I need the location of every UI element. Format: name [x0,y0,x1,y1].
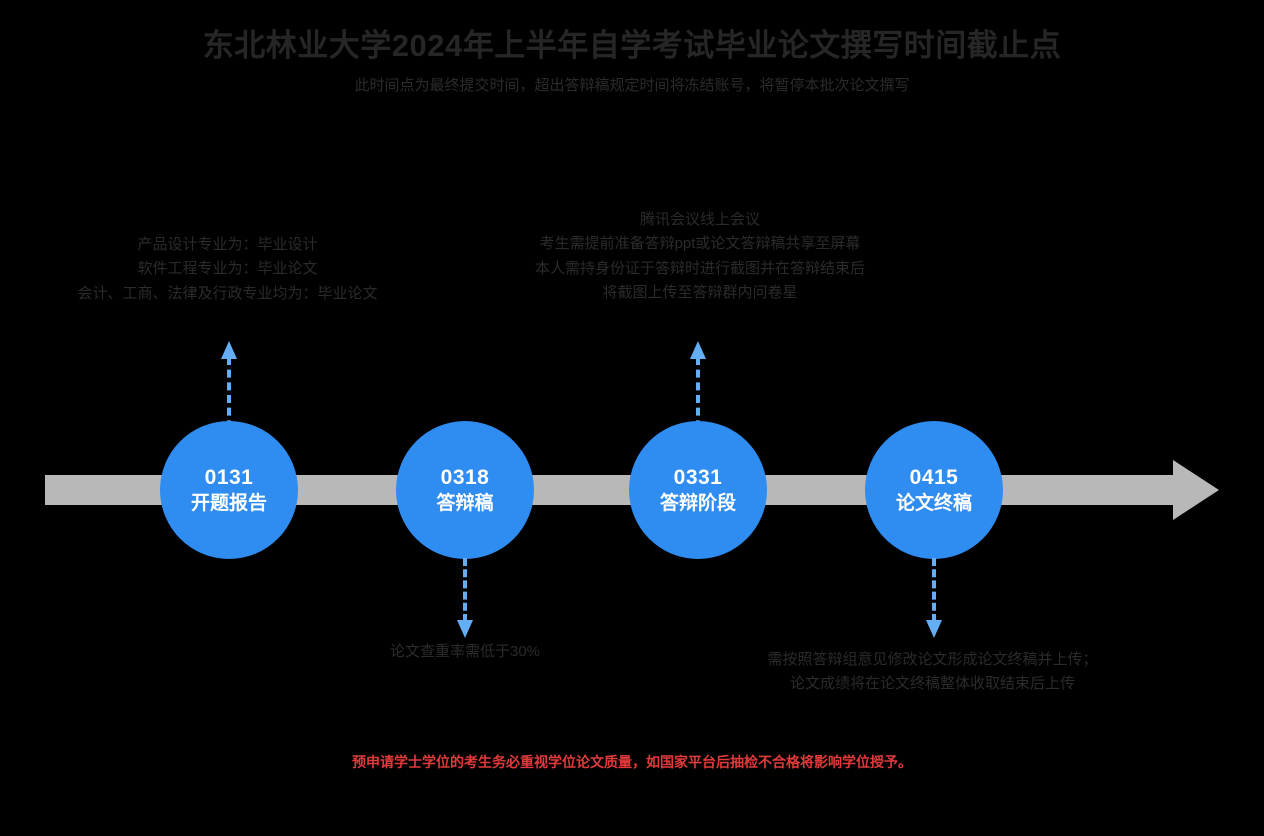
node-label: 答辩阶段 [659,492,736,514]
connector-down-arrow-icon [926,558,942,638]
arrow-head-down-icon [457,620,473,638]
note-bottom-right: 需按照答辩组意见修改论文形成论文终稿并上传； 论文成绩将在论文终稿整体收取结束后… [690,648,1175,697]
note-line: 产品设计专业为：毕业设计 [137,236,318,253]
timeline-node-0318[interactable]: 0318 答辩稿 [396,421,534,559]
note-line: 论文成绩将在论文终稿整体收取结束后上传 [789,675,1075,693]
footer-warning: 预申请学士学位的考生务必重视学位论文质量，如国家平台后抽检不合格将影响学位授予。 [352,754,912,770]
node-label: 开题报告 [190,492,267,514]
node-date: 0415 [909,465,959,489]
arrow-head-down-icon [926,620,942,638]
connector-up-arrow-icon [690,341,706,441]
note-top-center: 腾讯会议线上会议 考生需提前准备答辩ppt或论文答辩稿共享至屏幕 本人需持身份证… [470,208,930,305]
node-label: 答辩稿 [436,492,494,514]
note-line: 会计、工商、法律及行政专业均为：毕业论文 [77,284,378,302]
dashed-line [227,357,235,441]
page-subtitle: 此时间点为最终提交时间，超出答辩稿规定时间将冻结账号，将暂停本批次论文撰写 [354,77,910,94]
note-bottom-left: 论文查重率需低于30% [330,640,600,664]
arrow-head-up-icon [221,341,237,359]
note-line: 需按照答辩组意见修改论文形成论文终稿并上传； [767,651,1098,668]
note-line: 将截图上传至答辩群内问卷星 [602,283,798,301]
node-date: 0131 [204,465,254,489]
timeline-arrow-head-icon [1173,460,1219,520]
page-title: 东北林业大学2024年上半年自学考试毕业论文撰写时间截止点 [202,28,1062,63]
connector-down-arrow-icon [457,558,473,638]
note-top-left: 产品设计专业为：毕业设计 软件工程专业为：毕业论文 会计、工商、法律及行政专业均… [0,233,455,306]
timeline-node-0415[interactable]: 0415 论文终稿 [865,421,1003,559]
note-line: 腾讯会议线上会议 [639,211,760,228]
dashed-line [696,357,704,441]
dashed-line [463,558,471,622]
timeline-node-0331[interactable]: 0331 答辩阶段 [629,421,767,559]
arrow-head-up-icon [690,341,706,359]
note-line: 软件工程专业为：毕业论文 [137,260,318,278]
connector-up-arrow-icon [221,341,237,441]
note-line: 本人需持身份证于答辩时进行截图并在答辩结束后 [534,259,865,277]
node-date: 0318 [440,465,490,489]
timeline-node-0131[interactable]: 0131 开题报告 [160,421,298,559]
note-line: 论文查重率需低于30% [389,643,541,660]
dashed-line [932,558,940,622]
node-date: 0331 [673,465,723,489]
node-label: 论文终稿 [895,492,972,514]
note-line: 考生需提前准备答辩ppt或论文答辩稿共享至屏幕 [539,235,861,253]
